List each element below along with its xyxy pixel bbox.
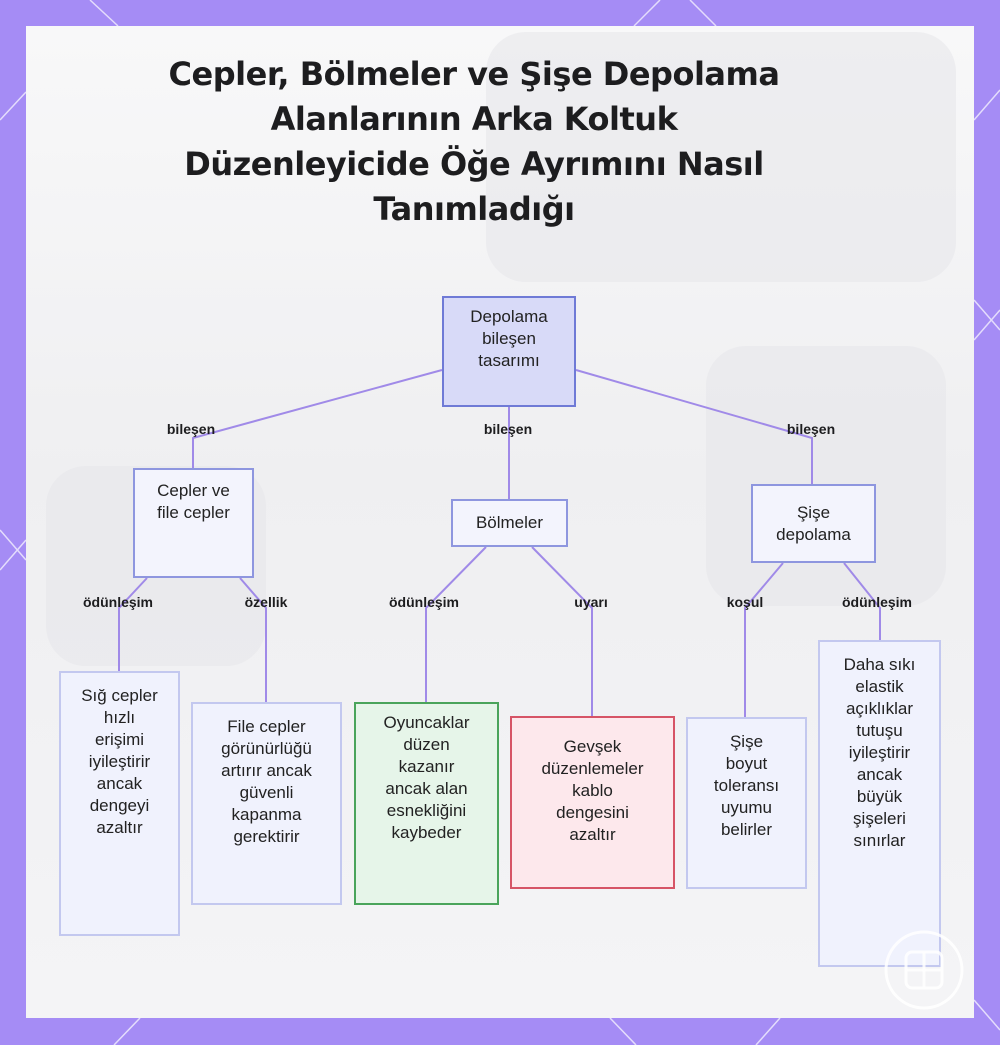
leaf-line: boyut — [714, 753, 779, 775]
leaf-line: elastik — [844, 676, 916, 698]
leaf-line: Daha sıkı — [844, 654, 916, 676]
leaf-line: ancak alan — [384, 778, 470, 800]
leaf-line: büyük — [844, 786, 916, 808]
leaf-line: kaybeder — [384, 822, 470, 844]
leaf-line: güvenli — [221, 782, 312, 804]
leaf-line: iyileştirir — [81, 751, 158, 773]
leaf-mesh-pockets: File cepler görünürlüğü artırır ancak gü… — [191, 702, 342, 905]
leaf-line: azaltır — [541, 824, 643, 846]
node-pockets: Cepler ve file cepler — [133, 468, 254, 578]
edge-compartments-to-loose — [532, 547, 592, 716]
edge-compartments-to-toys — [426, 547, 486, 702]
leaf-line: dengeyi — [81, 795, 158, 817]
root-line: bileşen — [470, 328, 548, 350]
leaf-line: File cepler — [221, 716, 312, 738]
edge-bottle-to-size — [745, 563, 783, 717]
leaf-line: gerektirir — [221, 826, 312, 848]
root-line: Depolama — [470, 306, 548, 328]
edge-root-to-pockets — [193, 370, 442, 468]
node-line: depolama — [776, 524, 851, 546]
leaf-line: Şişe — [714, 731, 779, 753]
leaf-line: ancak — [844, 764, 916, 786]
edge-label: bileşen — [167, 421, 215, 437]
edge-label: bileşen — [787, 421, 835, 437]
edge-label: bileşen — [484, 421, 532, 437]
node-line: Bölmeler — [476, 512, 543, 534]
leaf-line: kapanma — [221, 804, 312, 826]
leaf-line: erişimi — [81, 729, 158, 751]
leaf-line: Oyuncaklar — [384, 712, 470, 734]
node-compartments: Bölmeler — [451, 499, 568, 547]
edge-label: ödünleşim — [842, 594, 912, 610]
leaf-line: ancak — [81, 773, 158, 795]
leaf-line: Gevşek — [541, 736, 643, 758]
edge-label: özellik — [245, 594, 288, 610]
leaf-line: Sığ cepler — [81, 685, 158, 707]
node-bottle-storage: Şişe depolama — [751, 484, 876, 563]
leaf-line: düzen — [384, 734, 470, 756]
leaf-toys-order: Oyuncaklar düzen kazanır ancak alan esne… — [354, 702, 499, 905]
leaf-line: azaltır — [81, 817, 158, 839]
leaf-line: kablo — [541, 780, 643, 802]
root-node: Depolama bileşen tasarımı — [442, 296, 576, 407]
node-line: Şişe — [776, 502, 851, 524]
leaf-line: artırır ancak — [221, 760, 312, 782]
edge-label: koşul — [727, 594, 764, 610]
logo-icon — [882, 928, 966, 1012]
edge-label: ödünleşim — [83, 594, 153, 610]
leaf-line: açıklıklar — [844, 698, 916, 720]
leaf-line: iyileştirir — [844, 742, 916, 764]
leaf-line: şişeleri — [844, 808, 916, 830]
leaf-line: dengesini — [541, 802, 643, 824]
leaf-elastic-openings: Daha sıkı elastik açıklıklar tutuşu iyil… — [818, 640, 941, 967]
leaf-loose-arrangements: Gevşek düzenlemeler kablo dengesini azal… — [510, 716, 675, 889]
leaf-line: uyumu — [714, 797, 779, 819]
edge-pockets-to-shallow — [119, 578, 147, 671]
leaf-bottle-size: Şişe boyut toleransı uyumu belirler — [686, 717, 807, 889]
leaf-line: kazanır — [384, 756, 470, 778]
edge-root-to-bottle — [576, 370, 812, 484]
leaf-line: tutuşu — [844, 720, 916, 742]
edge-label: ödünleşim — [389, 594, 459, 610]
leaf-line: toleransı — [714, 775, 779, 797]
leaf-line: görünürlüğü — [221, 738, 312, 760]
leaf-line: hızlı — [81, 707, 158, 729]
root-line: tasarımı — [470, 350, 548, 372]
node-line: file cepler — [157, 502, 230, 524]
leaf-line: belirler — [714, 819, 779, 841]
node-line: Cepler ve — [157, 480, 230, 502]
edge-label: uyarı — [574, 594, 607, 610]
leaf-line: esnekliğini — [384, 800, 470, 822]
leaf-shallow-pockets: Sığ cepler hızlı erişimi iyileştirir anc… — [59, 671, 180, 936]
leaf-line: düzenlemeler — [541, 758, 643, 780]
leaf-line: sınırlar — [844, 830, 916, 852]
